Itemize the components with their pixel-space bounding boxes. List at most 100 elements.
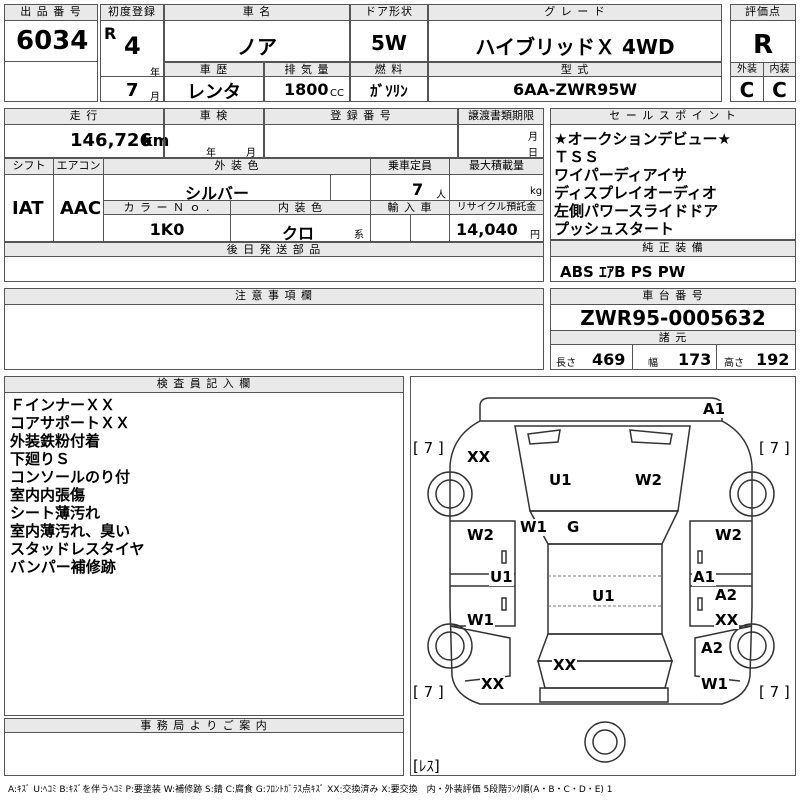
model-code: 6AA-ZWR95W — [512, 80, 638, 99]
sales-point: ＴＳＳ — [554, 148, 600, 166]
vehicle-width: 173 — [678, 350, 712, 369]
shift-type: IAT — [12, 198, 44, 219]
transfer-deadline-header: 譲渡書類期限 — [459, 109, 543, 125]
lot-number-cell — [4, 4, 98, 102]
car-name: ノア — [237, 35, 277, 59]
inspector-notes-list: ＦインナーＸＸ コアサポートＸＸ 外装鉄粉付着 下廻りＳ コンソールのり付 室内… — [10, 396, 145, 576]
door-type: 5W — [371, 31, 407, 55]
registration-number-header: 登 録 番 号 — [265, 109, 457, 125]
specs-header: 諸 元 — [551, 331, 795, 345]
inspector-note: バンパー補修跡 — [10, 558, 116, 576]
aircon-type: AAC — [60, 198, 102, 219]
year-unit: 年 — [150, 68, 160, 79]
hood-outline — [514, 425, 691, 512]
car-damage-diagram-panel — [410, 376, 796, 776]
transfer-deadline-cell — [458, 108, 544, 158]
tire-depth-front-right: [ 7 ] — [758, 439, 791, 457]
windshield-outline — [528, 510, 680, 545]
inspector-note: スタッドレスタイヤ — [10, 540, 145, 558]
fuel-header: 燃 料 — [351, 63, 427, 77]
registration-number-cell — [264, 108, 458, 158]
inspector-notes-header: 検 査 員 記 入 欄 — [5, 377, 403, 393]
damage-code: W2 — [466, 526, 495, 544]
tire-depth-rear-right: [ 7 ] — [758, 683, 791, 701]
sales-point: 左側パワースライドドア — [554, 202, 719, 220]
chassis-number-header: 車 台 番 号 — [551, 289, 795, 305]
damage-code: A2 — [714, 586, 739, 604]
damage-code: A1 — [702, 400, 727, 418]
month-unit: 月 — [150, 92, 160, 103]
damage-code: A1 — [692, 568, 717, 586]
sales-points-panel — [550, 108, 796, 240]
sales-points-list: ★オークションデビュー★ ＴＳＳ ワイパーディアイサ ディスプレイオーディオ 左… — [554, 130, 731, 238]
tire-depth-front-left: [ 7 ] — [412, 439, 445, 457]
damage-code: U1 — [489, 568, 514, 586]
door-type-cell — [350, 4, 428, 62]
max-load-unit: kg — [530, 186, 543, 197]
damage-code: U1 — [548, 471, 573, 489]
aircon-header: エアコン — [54, 159, 103, 175]
capacity-unit: 人 — [436, 190, 446, 201]
sales-point: プッシュスタート — [554, 220, 675, 238]
displacement-unit: CC — [330, 88, 344, 99]
damage-code: W2 — [634, 471, 663, 489]
exterior-color-header: 外 装 色 — [104, 159, 370, 175]
history-cell — [164, 62, 264, 102]
body-outline — [449, 420, 753, 705]
standard-equipment: ABS ｴｱB PS PW — [560, 263, 686, 281]
mileage-header: 走 行 — [5, 109, 163, 125]
first-registration-cell — [100, 4, 164, 102]
tire-depth-rear-left: [ 7 ] — [412, 683, 445, 701]
inspection-month-unit: 月 — [246, 148, 256, 159]
inspector-note: 外装鉄粉付着 — [10, 432, 101, 450]
score-header: 評価点 — [731, 5, 795, 21]
damage-code-legend: A:ｷｽﾞ U:ﾍｺﾐ B:ｷｽﾞを伴うﾍｺﾐ P:要塗装 W:補修跡 S:錆 … — [8, 785, 613, 795]
exterior-grade-header: 外装 — [731, 63, 763, 77]
mileage: 146,726 — [70, 130, 152, 151]
sales-point: ワイパーディアイサ — [554, 166, 687, 184]
wheel-front-left — [427, 471, 473, 517]
damage-code: G — [566, 518, 581, 536]
shift-header: シフト — [5, 159, 53, 175]
inspector-note: 室内薄汚れ、臭い — [10, 522, 131, 540]
spare-tire-depth: [ﾚｽ] — [412, 757, 441, 775]
interior-grade-header: 内装 — [764, 63, 795, 77]
displacement: 1800 — [284, 80, 329, 99]
displacement-cell — [264, 62, 350, 102]
inspector-note: 室内内張傷 — [10, 486, 86, 504]
sales-points-header: セ ー ル ス ポ イ ン ト — [551, 109, 795, 125]
wheel-front-right — [729, 471, 775, 517]
width-label: 幅 — [648, 358, 658, 369]
damage-code: W1 — [466, 611, 495, 629]
later-parts-header: 後 日 発 送 部 品 — [5, 243, 543, 257]
recycle-fee: 14,040 — [456, 220, 518, 239]
displacement-header: 排 気 量 — [265, 63, 349, 77]
exterior-grade: C — [739, 78, 755, 102]
later-parts-cell — [4, 242, 544, 282]
damage-code: XX — [480, 675, 506, 693]
car-name-cell — [164, 4, 350, 62]
notes-cell — [4, 288, 544, 370]
wheel-rear-left — [427, 623, 473, 669]
inspector-note: コアサポートＸＸ — [10, 414, 131, 432]
model-cell — [428, 62, 722, 102]
mileage-cell — [4, 108, 164, 158]
vehicle-height: 192 — [756, 350, 790, 369]
deadline-day-unit: 日 — [528, 148, 538, 159]
interior-grade: C — [772, 78, 787, 102]
car-name-header: 車 名 — [165, 5, 349, 21]
exterior-color: シルバー — [184, 184, 249, 203]
inspection-cell — [164, 108, 264, 158]
damage-code: W2 — [714, 526, 743, 544]
chassis-number-cell — [550, 288, 796, 370]
inspector-note: ＦインナーＸＸ — [10, 396, 116, 414]
rear-bumper-outline — [539, 687, 669, 703]
wheel-rear-right — [729, 623, 775, 669]
damage-code: XX — [714, 611, 740, 629]
inspector-note: シート薄汚れ — [10, 504, 101, 522]
color-number-header: カ ラ ー Ｎ ｏ . — [104, 201, 230, 215]
damage-code: A2 — [700, 639, 725, 657]
length-label: 長さ — [556, 358, 576, 369]
interior-color-header: 内 装 色 — [231, 201, 370, 215]
inspection-header: 車 検 — [165, 109, 263, 125]
